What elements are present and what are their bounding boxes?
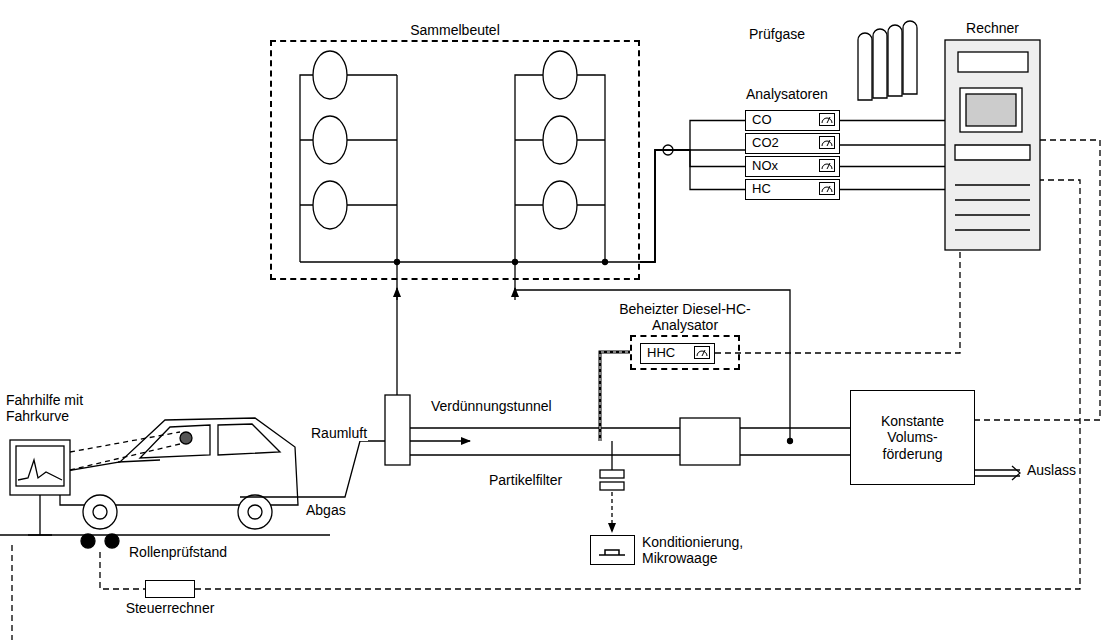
- node-label: Konditionierung, Mikrowaage: [642, 534, 772, 566]
- part-label: Prüfgase: [748, 26, 806, 42]
- node-label: CO2: [746, 136, 779, 151]
- heated-analyzer-group: Beheizter Diesel-HC-AnalysatorHHC: [630, 335, 740, 370]
- part-label: Partikelfilter: [488, 472, 563, 488]
- analyzer-box: HC: [745, 179, 840, 200]
- node-label: NOx: [746, 159, 778, 174]
- gauge-icon: [694, 346, 710, 359]
- node-label: Rechner: [966, 20, 1019, 36]
- part-label: Raumluft: [310, 425, 368, 441]
- part-label: Fahrhilfe mit Fahrkurve: [5, 392, 127, 424]
- node-label: CO: [746, 113, 772, 128]
- gauge-icon: [819, 136, 835, 149]
- node-label: Steuerrechner: [126, 600, 215, 616]
- bag-group: Sammelbeutel: [270, 40, 640, 280]
- connector: [195, 180, 1080, 589]
- connector: [975, 140, 1100, 420]
- part-label: Abgas: [305, 502, 347, 518]
- cvs-unit: Konstante Volums- förderung: [850, 390, 975, 485]
- connector: [840, 189, 945, 190]
- part-label: Auslass: [1026, 462, 1077, 478]
- node-label: HC: [746, 182, 771, 197]
- connector: [840, 166, 945, 167]
- balance-icon: [597, 541, 627, 559]
- node-label: Konstante Volums- förderung: [873, 413, 953, 461]
- part-label: Rollenprüfstand: [128, 544, 228, 560]
- control-computer: Steuerrechner: [145, 580, 195, 598]
- analyzer-box: HHC: [640, 343, 715, 364]
- microbalance-box: Konditionierung, Mikrowaage: [590, 535, 635, 565]
- gauge-icon: [819, 113, 835, 126]
- part-label: Analysatoren: [745, 86, 829, 102]
- analyzer-box: CO: [745, 110, 840, 131]
- connector: [640, 150, 745, 262]
- connector: [840, 144, 945, 145]
- analyzer-box: NOx: [745, 156, 840, 177]
- computer: Rechner: [945, 40, 1040, 250]
- gauge-icon: [819, 182, 835, 195]
- connector: [640, 150, 745, 262]
- node-label: Beheizter Diesel-HC-Analysator: [595, 301, 775, 333]
- gauge-icon: [819, 159, 835, 172]
- connector: [840, 120, 945, 121]
- analyzer-box: CO2: [745, 133, 840, 154]
- part-label: Verdünnungstunnel: [430, 398, 553, 414]
- node-label: HHC: [641, 346, 675, 361]
- connector: [640, 121, 745, 263]
- connector: [640, 150, 745, 262]
- node-label: Sammelbeutel: [410, 22, 500, 38]
- connector: [715, 250, 960, 353]
